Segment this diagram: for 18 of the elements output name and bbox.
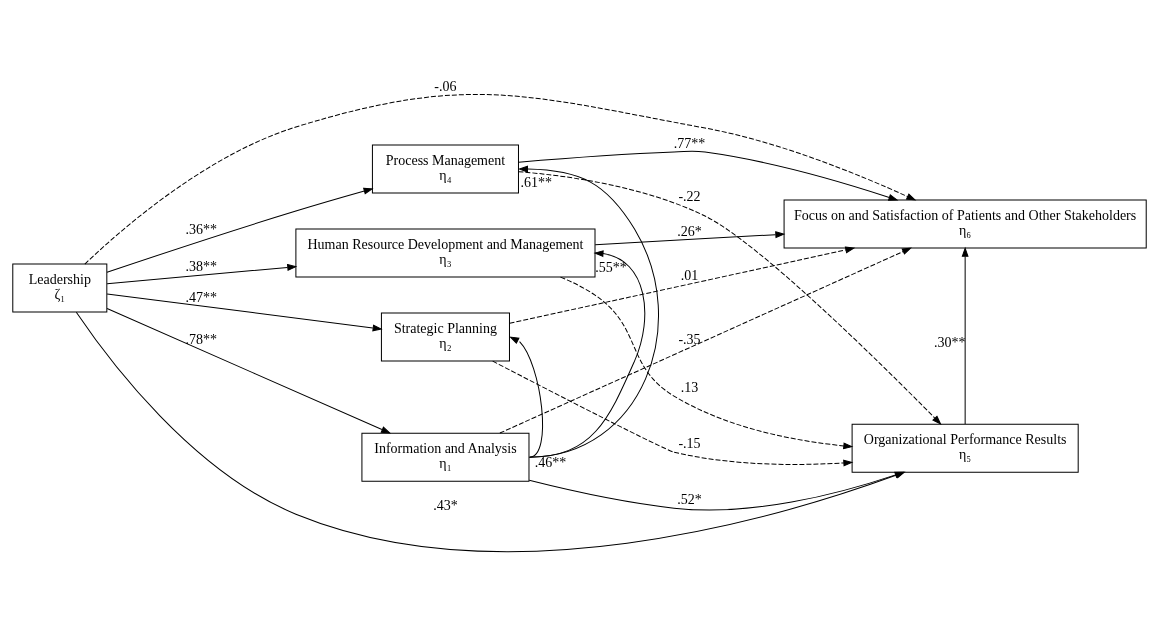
edge-label: .78** <box>185 332 218 348</box>
edge-label: -.35 <box>678 332 701 348</box>
edge-label: .77** <box>673 136 706 152</box>
edge-label: .46** <box>534 455 567 471</box>
edge-label: .36** <box>185 222 218 238</box>
edge-label: .61** <box>520 175 552 191</box>
edge-label: .52* <box>677 492 702 508</box>
edge-label: -.06 <box>434 79 457 95</box>
edge-label: -.15 <box>678 436 701 452</box>
edge-label: .26* <box>677 224 702 240</box>
edge-label: -.22 <box>678 189 701 205</box>
edge-label: .47** <box>185 290 218 306</box>
edge-label: .30** <box>933 335 966 351</box>
edge-label: .55** <box>595 260 627 275</box>
edge-label: .38** <box>185 259 218 275</box>
edge-label: .13 <box>680 380 699 396</box>
edge-label: .01 <box>680 268 699 284</box>
edge-label: .43* <box>433 498 458 514</box>
